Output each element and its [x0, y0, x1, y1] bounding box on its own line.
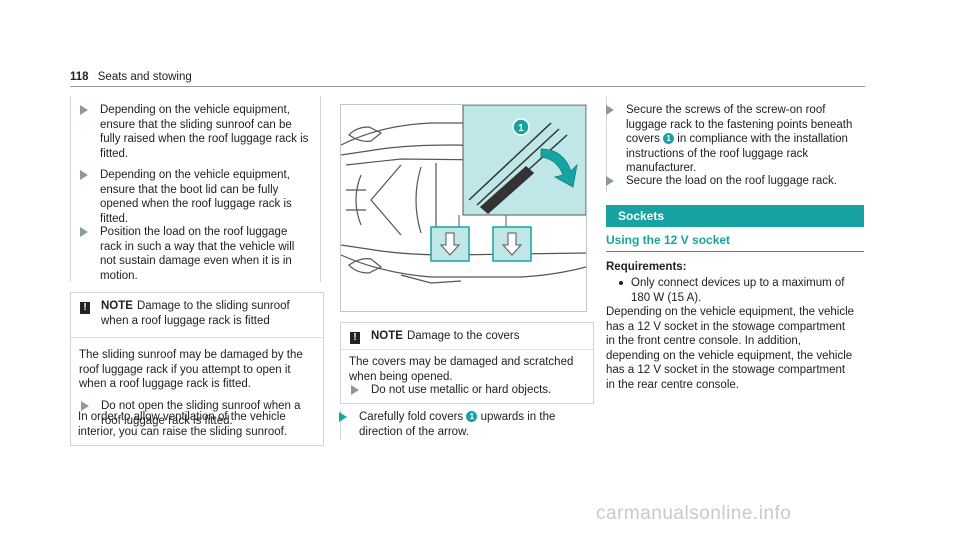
col3-step-2: Secure the load on the roof luggage rack…: [606, 174, 856, 189]
col1-step-2: Depending on the vehicle equipment, ensu…: [80, 168, 310, 226]
note-label: NOTE: [371, 330, 403, 342]
requirements-title: Requirements:: [606, 261, 687, 273]
warning-icon: !: [350, 332, 360, 344]
page-header: 118 Seats and stowing: [70, 71, 192, 83]
page-number: 118: [70, 71, 89, 83]
section-title-bar: Sockets: [606, 205, 864, 227]
col3-step-bar: [606, 96, 607, 192]
figure-callout-1: 1: [518, 123, 524, 134]
step-arrow-icon: [80, 170, 88, 180]
step-arrow-icon: [606, 105, 614, 115]
col3-step-1: Secure the screws of the screw-on roof l…: [606, 103, 856, 176]
note-body: The sliding sunroof may be damaged by th…: [79, 349, 303, 390]
callout-badge: 1: [663, 133, 675, 144]
col1-after-text: In order to allow ventilation of the veh…: [78, 411, 288, 438]
note-title: Damage to the sliding sunroof when a roo…: [101, 300, 290, 327]
callout-badge: 1: [466, 411, 478, 422]
requirement-item: Only connect devices up to a maximum of …: [619, 276, 856, 305]
note-step: Do not open the sliding sunroof when a r…: [81, 399, 311, 428]
step-arrow-icon: [80, 227, 88, 237]
step-arrow-icon: [339, 412, 347, 422]
col1-step-3: Position the load on the roof luggage ra…: [80, 225, 310, 283]
warning-icon: !: [80, 302, 90, 314]
col1-step-bar: [70, 96, 71, 282]
subsection-heading: Using the 12 V socket: [606, 233, 864, 252]
step-arrow-icon: [80, 105, 88, 115]
roof-rack-figure: 1: [340, 104, 587, 312]
col1-step-1: Depending on the vehicle equipment, ensu…: [80, 103, 310, 161]
note-title: Damage to the covers: [406, 330, 520, 342]
note-label: NOTE: [101, 300, 133, 312]
bullet-dot-icon: [619, 281, 623, 285]
header-divider: [70, 86, 865, 87]
col2-step: Carefully fold covers 1 upwards in the d…: [339, 410, 574, 439]
step-arrow-icon: [81, 401, 89, 411]
section-name: Seats and stowing: [97, 71, 192, 83]
col2-step-bar: [340, 410, 341, 440]
step-arrow-icon: [351, 385, 359, 395]
col1-step-bar-right: [320, 96, 321, 282]
step-arrow-icon: [606, 176, 614, 186]
socket-paragraph: Depending on the vehicle equipment, the …: [606, 306, 855, 391]
watermark: carmanualsonline.info: [596, 503, 792, 524]
note-body: The covers may be damaged and scratched …: [349, 356, 574, 383]
note-step: Do not use metallic or hard objects.: [351, 383, 581, 398]
car-top-view-illustration: 1: [341, 105, 586, 284]
